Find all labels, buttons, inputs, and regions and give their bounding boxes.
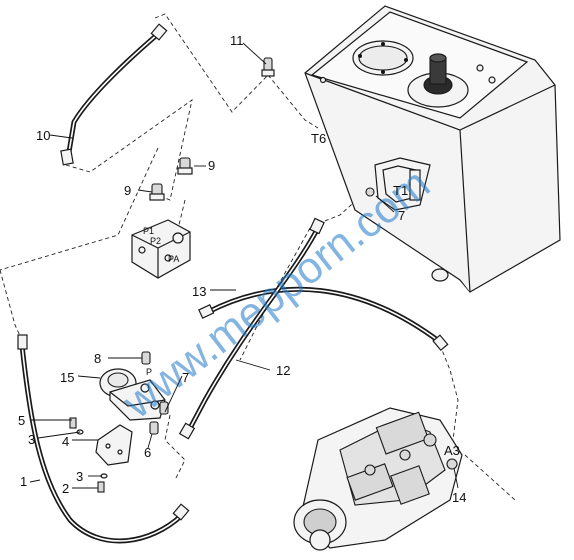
callout-15: 15 [60, 370, 74, 385]
hose-1 [17, 334, 190, 544]
hydraulic-tank [304, 5, 561, 293]
callout-6: 6 [144, 445, 151, 460]
label-t1: T1 [393, 183, 408, 198]
callout-7-upper: 7 [398, 208, 405, 223]
fitting-9-upper [177, 157, 193, 175]
hydraulic-pump [293, 407, 463, 551]
callout-8: 8 [94, 351, 101, 366]
fitting-11 [261, 57, 275, 77]
label-a3: A3 [444, 443, 460, 458]
routing-lines [0, 13, 516, 501]
fitting-6 [149, 421, 159, 435]
hose-13 [198, 286, 449, 352]
breather-filler-cap [407, 53, 469, 108]
callout-10: 10 [36, 128, 50, 143]
callout-labels: 11 10 9 9 T6 T1 7 13 12 8 15 7 5 3 4 6 3… [18, 33, 466, 505]
bolt-2 [97, 481, 105, 493]
callout-9-upper: 9 [208, 158, 215, 173]
port-label-p: P [146, 367, 152, 377]
callout-3-upper: 3 [28, 432, 35, 447]
fitting-7-lower [159, 401, 169, 415]
callout-1: 1 [20, 474, 27, 489]
callout-2: 2 [62, 481, 69, 496]
port-label-p1: P1 [143, 226, 154, 236]
fitting-7-upper [365, 187, 375, 197]
callout-3-lower: 3 [76, 469, 83, 484]
callout-7-lower: 7 [182, 370, 189, 385]
bolt-5 [69, 417, 77, 429]
hose-10 [60, 23, 168, 166]
tank-cover-plate [352, 40, 414, 76]
callout-11: 11 [230, 33, 244, 48]
callout-14: 14 [452, 490, 466, 505]
label-t6: T6 [311, 131, 326, 146]
callout-13: 13 [192, 284, 206, 299]
leader-lines [29, 42, 459, 489]
valve-assembly-15 [99, 368, 166, 421]
hose-12 [178, 217, 325, 440]
valve-block [131, 219, 191, 279]
port-label-pa: PA [168, 254, 179, 264]
callout-12: 12 [276, 363, 290, 378]
callout-4: 4 [62, 434, 69, 449]
callout-9-lower: 9 [124, 183, 131, 198]
callout-5: 5 [18, 413, 25, 428]
fitting-9-lower [149, 183, 165, 201]
fitting-14 [446, 458, 458, 470]
bracket-plate-4 [95, 424, 133, 466]
port-label-p2: P2 [150, 236, 161, 246]
